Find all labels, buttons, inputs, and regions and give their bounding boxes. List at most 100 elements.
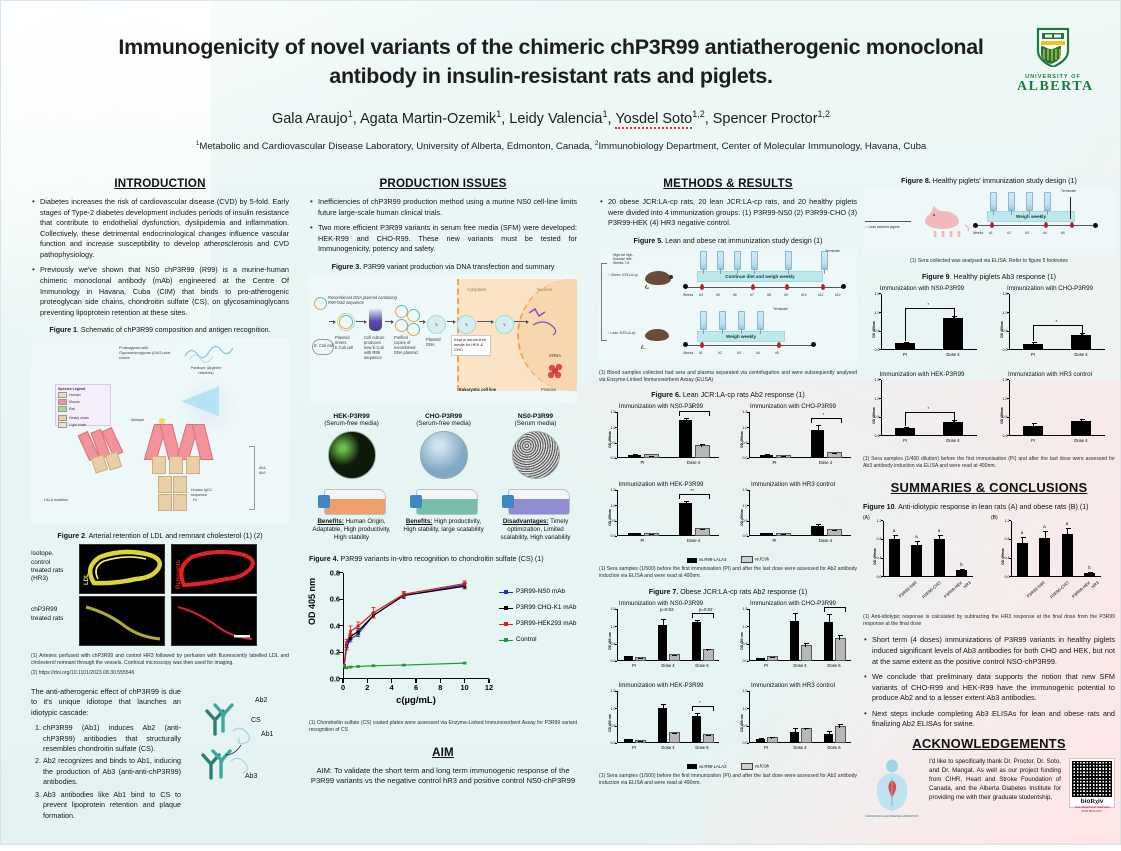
x-tick-label: Dose 6 bbox=[695, 745, 709, 751]
bar-mark: a bbox=[892, 528, 896, 534]
y-tick-label: 1.0 bbox=[742, 425, 748, 430]
fig4-x-tick bbox=[391, 678, 393, 683]
bar bbox=[943, 317, 963, 350]
y-tick-label: 1.5 bbox=[610, 607, 616, 612]
x-tick-label: HR3 bbox=[1089, 579, 1100, 589]
cascade-label-cs: CS bbox=[251, 716, 261, 724]
y-tick bbox=[878, 379, 881, 381]
y-tick bbox=[614, 690, 617, 692]
week-tick-label: #3 bbox=[1025, 231, 1029, 235]
legend-label-light: Light chain bbox=[69, 423, 87, 428]
fig3-label-recombinant: Recombinant DNA plasmid containing R99-N… bbox=[328, 294, 397, 305]
fig4-x-tick-label: 4 bbox=[389, 682, 394, 692]
list-item: Previously we've shown that NS0 chP3R99 … bbox=[31, 264, 289, 318]
variant-name: NS0-P3R99 bbox=[517, 412, 554, 420]
y-tick-label: 1.5 bbox=[874, 291, 880, 296]
fig2-panel-remnant-treated bbox=[171, 596, 257, 647]
fig4-marker bbox=[463, 582, 467, 585]
logo-line-1: UNIVERSITY OF bbox=[1025, 74, 1081, 80]
figure-6-label: Figure 6. bbox=[651, 391, 681, 400]
panel-title: Immunization with HR3 control bbox=[751, 481, 835, 489]
week-tick-label: #5 bbox=[775, 350, 779, 355]
figure-4-label: Figure 4. bbox=[309, 554, 339, 563]
qr-code[interactable]: bioRχiv THE PREPRINT SERVER FOR BIOLOGY bbox=[1069, 758, 1115, 813]
y-tick-label: 1.0 bbox=[610, 706, 616, 711]
fig2-row1-label: Isotope. control treated rats (HR3) bbox=[31, 550, 64, 583]
fig3-label-eukaryotic: Eukaryotic cell line bbox=[459, 386, 497, 392]
fig4-y-tick bbox=[339, 651, 343, 653]
variant-disadvantages-nso: Disadvantages: Timely optimization, Limi… bbox=[493, 518, 578, 542]
figure-8-caption-text: Healthy piglets' immunization study desi… bbox=[930, 177, 1077, 185]
y-tick bbox=[746, 520, 749, 522]
y-tick bbox=[746, 442, 749, 444]
variant-text: High productivity, High stability, large… bbox=[403, 517, 484, 533]
y-tick-label: 1.0 bbox=[610, 425, 616, 430]
y-tick bbox=[614, 608, 617, 610]
bar-mark: b bbox=[1088, 565, 1091, 571]
cascade-label-ab3: Ab3 bbox=[245, 772, 258, 780]
swatch-light-chain bbox=[58, 422, 67, 429]
error-bar-black bbox=[816, 524, 822, 527]
blood-drop-o2 bbox=[751, 283, 755, 290]
x-axis bbox=[1009, 434, 1105, 436]
y-tick-label: 0.8 bbox=[1004, 537, 1010, 542]
bar bbox=[1039, 538, 1051, 577]
legend-swatch-grey bbox=[740, 556, 753, 564]
fig3-label-culture: Cell culture produces new E.Coli with R9… bbox=[364, 334, 385, 361]
variant-comparison-row: HEK-P3R99 (Serum-free media) Benefits: H… bbox=[309, 403, 577, 553]
flask-cho bbox=[409, 481, 478, 515]
x-axis bbox=[749, 660, 851, 662]
fig1-annot-ab: Ab1,Ab3 bbox=[259, 466, 267, 475]
error-bar bbox=[937, 534, 943, 539]
bar-grey bbox=[694, 528, 710, 537]
figure-5-label: Figure 5. bbox=[633, 236, 664, 245]
brace-ab bbox=[249, 446, 255, 511]
qr-code-image bbox=[1072, 761, 1112, 797]
sig-label: * bbox=[1055, 319, 1058, 325]
y-tick bbox=[746, 536, 749, 537]
arrow-icon-5 bbox=[447, 319, 456, 324]
idiotypic-cascade-block: The anti-atherogenic effect of chP3R99 i… bbox=[31, 687, 289, 820]
x-axis bbox=[1011, 575, 1101, 577]
fig8-entry-arrow bbox=[865, 221, 911, 222]
sig-bracket bbox=[905, 307, 955, 342]
legend-swatch-grey bbox=[740, 763, 753, 771]
fig4-x-tick bbox=[464, 678, 466, 683]
section-title-introduction: INTRODUCTION bbox=[114, 177, 206, 190]
legend-row-mouse: Mouse bbox=[58, 399, 108, 406]
y-tick-label: 0.0 bbox=[610, 534, 616, 539]
bar-black bbox=[760, 454, 774, 459]
y-tick-label: 0.5 bbox=[742, 519, 748, 524]
week-tick-label: #3 bbox=[737, 350, 741, 355]
y-tick bbox=[878, 349, 881, 351]
fig3-label-mrna: mRNA bbox=[549, 352, 562, 358]
section-title-methods-results: METHODS & RESULTS bbox=[663, 177, 793, 190]
error-bar-grey bbox=[706, 648, 712, 652]
bar-black bbox=[628, 533, 642, 537]
y-tick-label: 1.0 bbox=[1002, 396, 1008, 401]
y-tick-label: 1.0 bbox=[742, 624, 748, 629]
fig3-label-nucleus: Nucleus bbox=[537, 286, 552, 292]
figure-8-label: Figure 8. bbox=[901, 177, 931, 185]
legend-label-black: vs.R99-LALA3 bbox=[698, 557, 727, 563]
y-tick bbox=[878, 330, 881, 332]
mrna-icon bbox=[528, 307, 557, 336]
y-tick bbox=[614, 742, 617, 744]
panel-label: (A) bbox=[863, 514, 870, 521]
x-axis bbox=[617, 660, 719, 662]
list-item: Short term (4 doses) immunizations of P3… bbox=[863, 634, 1115, 667]
fig4-legend-item-3: Control bbox=[499, 636, 576, 644]
panel-title: Immunization with CHO-P3R99 bbox=[750, 403, 836, 411]
variant-card-hek: HEK-P3R99 (Serum-free media) Benefits: H… bbox=[309, 413, 394, 542]
error-bar bbox=[1065, 528, 1071, 534]
bar-grey bbox=[826, 528, 842, 537]
error-bar-grey bbox=[706, 735, 712, 737]
bar-grey bbox=[835, 725, 846, 744]
